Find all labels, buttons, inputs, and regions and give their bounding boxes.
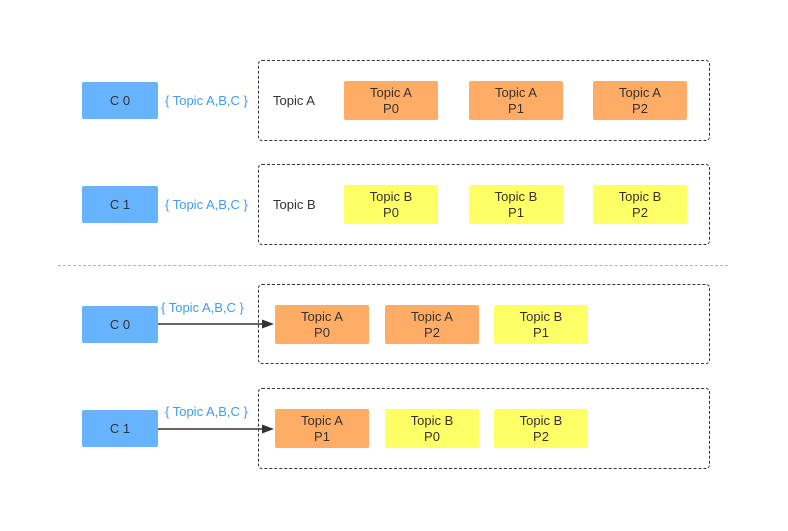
partition-id: P1 <box>314 428 330 444</box>
partition-topic: Topic A <box>301 308 343 324</box>
assignment-group-c1 <box>258 388 710 469</box>
partition-box: Topic A P0 <box>344 81 438 120</box>
partition-box: Topic A P0 <box>275 305 369 344</box>
partition-topic: Topic A <box>619 84 661 100</box>
partition-id: P2 <box>632 204 648 220</box>
topic-label: Topic B <box>273 197 316 212</box>
partition-id: P0 <box>424 428 440 444</box>
consumer-label: C 0 <box>109 93 131 108</box>
partition-box: Topic B P2 <box>593 185 687 224</box>
partition-box: Topic A P2 <box>593 81 687 120</box>
section-divider <box>58 265 728 266</box>
consumer-c1-bottom: C 1 <box>82 410 158 447</box>
partition-id: P1 <box>533 324 549 340</box>
topic-a-group <box>258 60 710 141</box>
partition-id: P0 <box>383 204 399 220</box>
partition-topic: Topic A <box>301 412 343 428</box>
partition-id: P1 <box>508 204 524 220</box>
subscription-label: { Topic A,B,C } <box>161 300 244 315</box>
consumer-c0-top: C 0 <box>82 82 158 119</box>
consumer-label: C 1 <box>109 197 131 212</box>
partition-id: P1 <box>508 100 524 116</box>
partition-box: Topic A P2 <box>385 305 479 344</box>
partition-topic: Topic B <box>410 412 454 428</box>
partition-box: Topic B P2 <box>494 409 588 448</box>
topic-label: Topic A <box>273 93 315 108</box>
partition-box: Topic B P1 <box>494 305 588 344</box>
subscription-label: { Topic A,B,C } <box>165 404 248 419</box>
subscription-label: { Topic A,B,C } <box>165 93 248 108</box>
partition-topic: Topic B <box>494 188 538 204</box>
partition-id: P2 <box>632 100 648 116</box>
partition-box: Topic B P0 <box>344 185 438 224</box>
partition-topic: Topic B <box>618 188 662 204</box>
topic-b-group <box>258 164 710 245</box>
partition-id: P2 <box>533 428 549 444</box>
partition-topic: Topic A <box>411 308 453 324</box>
consumer-label: C 0 <box>109 317 131 332</box>
partition-id: P0 <box>383 100 399 116</box>
subscription-label: { Topic A,B,C } <box>165 197 248 212</box>
partition-topic: Topic B <box>519 308 563 324</box>
consumer-c0-bottom: C 0 <box>82 306 158 343</box>
partition-id: P0 <box>314 324 330 340</box>
partition-topic: Topic A <box>370 84 412 100</box>
partition-box: Topic A P1 <box>469 81 563 120</box>
partition-box: Topic A P1 <box>275 409 369 448</box>
partition-topic: Topic B <box>519 412 563 428</box>
arrow-head <box>262 319 274 329</box>
partition-box: Topic B P0 <box>385 409 479 448</box>
partition-topic: Topic A <box>495 84 537 100</box>
assignment-group-c0 <box>258 284 710 364</box>
consumer-label: C 1 <box>109 421 131 436</box>
partition-topic: Topic B <box>369 188 413 204</box>
consumer-c1-top: C 1 <box>82 186 158 223</box>
arrow-head <box>262 424 274 434</box>
partition-box: Topic B P1 <box>469 185 563 224</box>
partition-id: P2 <box>424 324 440 340</box>
